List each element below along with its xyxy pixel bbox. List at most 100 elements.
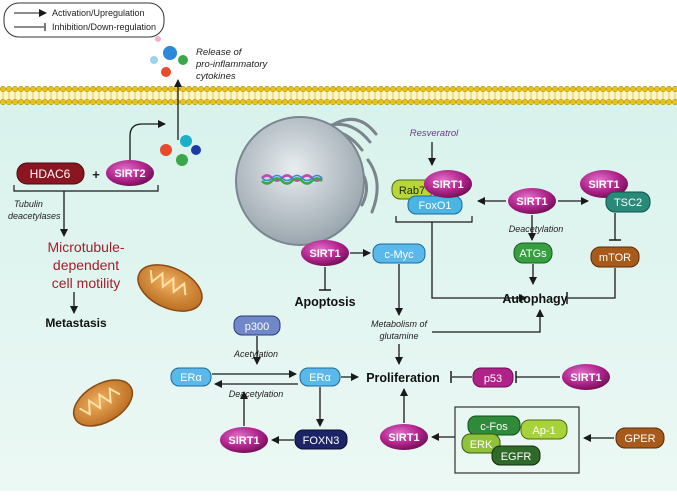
cell-membrane bbox=[0, 85, 677, 106]
lipid-bead bbox=[77, 85, 85, 93]
lipid-bead bbox=[671, 85, 677, 93]
sirt2-to-release-arrow bbox=[129, 120, 166, 160]
lipid-bead bbox=[35, 85, 43, 93]
lipid-bead bbox=[407, 85, 415, 93]
lipid-bead bbox=[29, 98, 37, 106]
atgs-label: ATGs bbox=[519, 248, 547, 260]
lipid-bead bbox=[149, 98, 157, 106]
sirt1-label: SIRT1 bbox=[516, 196, 547, 208]
lipid-bead bbox=[335, 85, 343, 93]
lipid-bead bbox=[371, 98, 379, 106]
lipid-bead bbox=[575, 85, 583, 93]
lipid-bead bbox=[287, 98, 295, 106]
lipid-bead bbox=[209, 85, 217, 93]
era-node-right bbox=[299, 367, 341, 387]
sirt1-node-erk bbox=[380, 424, 428, 450]
p300-label: p300 bbox=[245, 321, 269, 333]
lipid-bead bbox=[653, 98, 661, 106]
lipid-bead bbox=[659, 98, 667, 106]
atgs-node bbox=[513, 242, 553, 264]
lipid-bead bbox=[95, 85, 103, 93]
lipid-bead bbox=[311, 85, 319, 93]
lipid-bead bbox=[77, 98, 85, 106]
sirt1-label: SIRT1 bbox=[228, 435, 259, 447]
lipid-bead bbox=[17, 85, 25, 93]
lipid-bead bbox=[143, 98, 151, 106]
release-line1: Release of bbox=[196, 47, 243, 58]
lipid-bead bbox=[581, 85, 589, 93]
lipid-bead bbox=[515, 85, 523, 93]
legend-activation: Activation/Upregulation bbox=[52, 8, 145, 18]
cmyc-label: c-Myc bbox=[384, 249, 414, 261]
lipid-bead bbox=[161, 85, 169, 93]
lipid-bead bbox=[485, 98, 493, 106]
release-label: Release of pro-inflammatory cytokines bbox=[195, 47, 269, 82]
lipid-bead bbox=[617, 85, 625, 93]
lipid-bead bbox=[23, 98, 31, 106]
lipid-bead bbox=[389, 85, 397, 93]
mtor-inhibits-autophagy bbox=[568, 268, 616, 299]
lipid-bead bbox=[509, 85, 517, 93]
lipid-bead bbox=[605, 98, 613, 106]
lipid-bead bbox=[599, 85, 607, 93]
lipid-bead bbox=[293, 85, 301, 93]
sirt1-node-cmyc bbox=[301, 240, 349, 266]
lipid-bead bbox=[317, 98, 325, 106]
lipid-bead bbox=[83, 85, 91, 93]
p53-node bbox=[472, 367, 514, 388]
autophagy-label: Autophagy bbox=[502, 292, 567, 306]
lipid-bead bbox=[425, 85, 433, 93]
sirt1-label: SIRT1 bbox=[588, 179, 619, 191]
sirt1-label: SIRT1 bbox=[388, 432, 419, 444]
lipid-bead bbox=[449, 98, 457, 106]
lipid-bead bbox=[245, 85, 253, 93]
lipid-bead bbox=[401, 98, 409, 106]
lipid-bead bbox=[0, 85, 7, 93]
lipid-bead bbox=[449, 85, 457, 93]
lipid-bead bbox=[479, 98, 487, 106]
lipid-bead bbox=[491, 98, 499, 106]
mtor-node bbox=[590, 246, 640, 268]
lipid-bead bbox=[587, 98, 595, 106]
lipid-bead bbox=[143, 85, 151, 93]
lipid-bead bbox=[23, 85, 31, 93]
lipid-bead bbox=[65, 85, 73, 93]
lipid-bead bbox=[299, 98, 307, 106]
lipid-bead bbox=[665, 98, 673, 106]
lipid-bead bbox=[383, 98, 391, 106]
lipid-bead bbox=[179, 98, 187, 106]
deacetylation-label-atgs: Deacetylation bbox=[509, 224, 564, 234]
mitochondrion-icon bbox=[72, 379, 134, 427]
lipid-bead bbox=[419, 98, 427, 106]
lipid-bead bbox=[335, 98, 343, 106]
lipid-bead bbox=[437, 98, 445, 106]
lipid-bead bbox=[107, 85, 115, 93]
lipid-bead bbox=[185, 98, 193, 106]
lipid-bead bbox=[539, 98, 547, 106]
lipid-bead bbox=[65, 98, 73, 106]
lipid-bead bbox=[41, 98, 49, 106]
lipid-bead bbox=[377, 85, 385, 93]
foxn3-label: FOXN3 bbox=[303, 435, 340, 447]
lipid-bead bbox=[29, 85, 37, 93]
gper-node bbox=[615, 427, 665, 449]
metabolism-to-autophagy-arrow bbox=[432, 309, 544, 333]
lipid-bead bbox=[401, 85, 409, 93]
deacetylation-label-era: Deacetylation bbox=[229, 389, 284, 399]
tubulin-label-1: Tubulin bbox=[14, 199, 43, 209]
lipid-bead bbox=[203, 98, 211, 106]
tsc2-node bbox=[605, 191, 651, 213]
lipid-bead bbox=[191, 98, 199, 106]
lipid-bead bbox=[527, 98, 535, 106]
metabolism-label-1: Metabolism of bbox=[371, 319, 429, 329]
cmyc-node bbox=[372, 243, 426, 264]
sirt2-label: SIRT2 bbox=[114, 168, 145, 180]
lipid-bead bbox=[341, 85, 349, 93]
lipid-bead bbox=[605, 85, 613, 93]
lipid-bead bbox=[125, 98, 133, 106]
lipid-bead bbox=[473, 98, 481, 106]
lipid-bead bbox=[305, 85, 313, 93]
lipid-bead bbox=[569, 85, 577, 93]
sirt1-node-central bbox=[508, 188, 556, 214]
lipid-bead bbox=[467, 85, 475, 93]
